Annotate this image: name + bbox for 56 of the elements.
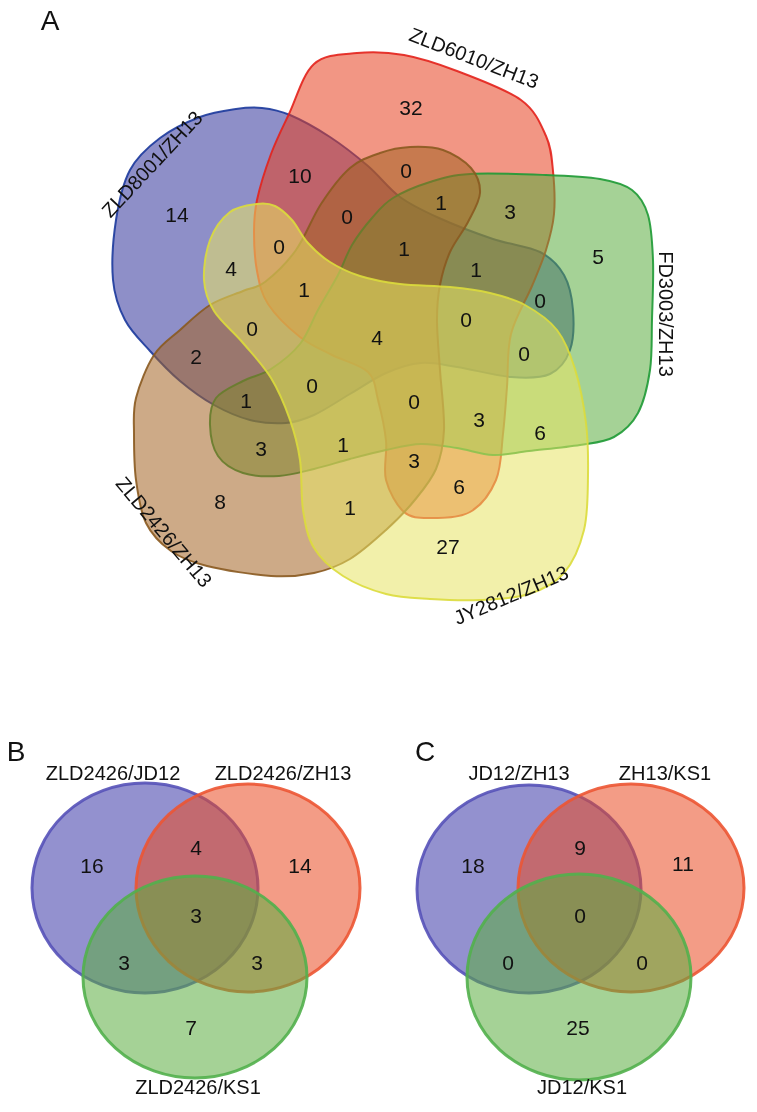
count-label: 1 [398,237,410,259]
count-label: 3 [473,408,485,430]
count-label: 27 [436,535,460,557]
count-label: 6 [534,421,546,443]
count-label: 1 [337,433,349,455]
count-label: 0 [246,317,258,339]
count-label: 0 [518,342,530,364]
count-label: 4 [225,257,237,279]
count-label: 10 [288,164,312,186]
count-label: 3 [255,437,267,459]
count-label: 9 [574,836,586,858]
set-label: ZLD2426/KS1 [135,1077,261,1097]
count-label: 4 [190,836,202,858]
count-label: 3 [504,200,516,222]
set-label: JD12/ZH13 [468,763,570,783]
count-label: 0 [306,374,318,396]
count-label: 3 [408,449,420,471]
count-label: 5 [592,245,604,267]
panel-letter: C [414,738,436,766]
count-label: 0 [400,159,412,181]
count-label: 3 [190,904,202,926]
count-label: 32 [399,96,423,118]
count-label: 0 [502,951,514,973]
count-label: 1 [470,258,482,280]
set-label: JD12/KS1 [536,1077,628,1097]
set-label: ZLD2426/JD12 [45,763,181,783]
panel-letter: A [40,7,60,35]
count-label: 14 [288,854,312,876]
count-label: 0 [273,235,285,257]
count-label: 1 [344,496,356,518]
count-label: 1 [298,278,310,300]
count-label: 7 [185,1016,197,1038]
count-label: 0 [460,308,472,330]
count-label: 1 [240,389,252,411]
count-label: 6 [453,475,465,497]
venn-circle [464,871,694,1097]
count-label: 3 [118,951,130,973]
count-label: 11 [672,852,694,874]
set-label: FD3003/ZH13 [656,251,676,377]
count-label: 4 [371,326,383,348]
count-label: 1 [435,191,447,213]
count-label: 8 [214,490,226,512]
count-label: 0 [636,951,648,973]
set-label: ZH13/KS1 [618,763,712,783]
count-label: 2 [190,345,202,367]
set-label: ZLD2426/ZH13 [214,763,352,783]
venn-circle [80,873,310,1097]
panel-letter: B [6,738,26,766]
count-label: 0 [574,904,586,926]
count-label: 0 [341,205,353,227]
count-label: 0 [534,289,546,311]
count-label: 3 [251,951,263,973]
count-label: 0 [408,390,420,412]
count-label: 18 [461,854,485,876]
count-label: 16 [80,854,104,876]
count-label: 25 [566,1016,590,1038]
